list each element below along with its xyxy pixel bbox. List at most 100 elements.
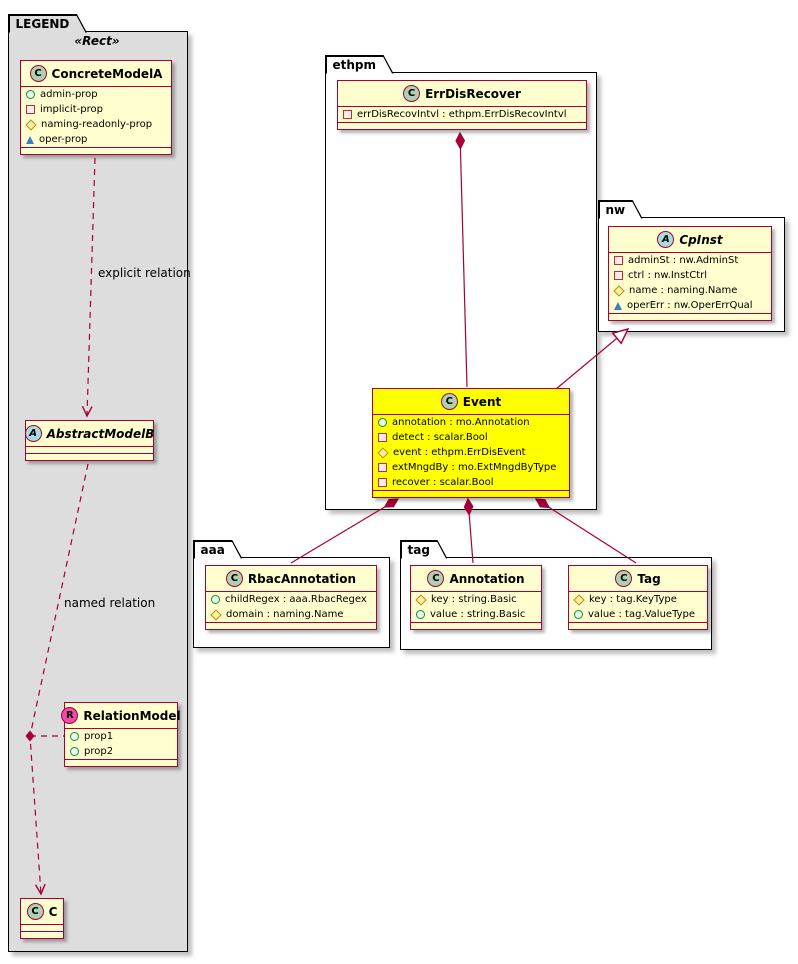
attribute-row: implicit-prop <box>21 102 171 117</box>
generalization-event-cpinst-line <box>555 327 630 390</box>
class-header: C Annotation <box>411 566 541 591</box>
class-spot-icon: C <box>403 85 421 102</box>
nw-package-label: nw <box>600 202 642 219</box>
class-err-dis-recover: C ErrDisRecover errDisRecovIntvl : ethpm… <box>337 80 587 130</box>
attributes-section: key : string.Basic value : string.Basic <box>411 591 541 622</box>
methods-section <box>21 147 171 154</box>
class-header: C Event <box>373 389 569 414</box>
class-header: C C <box>21 899 63 924</box>
attribute-label: extMngdBy : mo.ExtMngdByType <box>392 462 557 473</box>
attribute-label: name : naming.Name <box>629 285 738 296</box>
class-header: C Tag <box>569 566 707 591</box>
attribute-label: oper-prop <box>39 134 88 145</box>
relation-explicit-line <box>81 157 96 418</box>
class-header: A AbstractModelB <box>24 421 154 446</box>
attribute-label: adminSt : nw.AdminSt <box>628 255 739 266</box>
explicit-relation-label: explicit relation <box>98 266 191 280</box>
class-header: C RbacAnnotation <box>206 566 376 591</box>
class-spot-icon: C <box>29 65 47 82</box>
attribute-label: prop1 <box>84 731 114 742</box>
composition-event-rbacannotation-line <box>290 499 398 564</box>
attributes-section: errDisRecovIntvl : ethpm.ErrDisRecovIntv… <box>338 106 586 122</box>
class-tag: C Tag key : tag.KeyType value : tag.Valu… <box>568 565 708 630</box>
methods-section <box>411 622 541 629</box>
attribute-row: annotation : mo.Annotation <box>373 415 569 430</box>
methods-section <box>609 313 771 320</box>
attribute-label: domain : naming.Name <box>226 609 344 620</box>
private-visibility-icon <box>378 478 387 487</box>
readonly-visibility-icon <box>210 608 222 621</box>
composition-event-tag-line <box>536 499 637 564</box>
ethpm-package-tab: ethpm <box>325 55 394 74</box>
class-c: C C <box>20 898 64 939</box>
class-name: C <box>48 904 58 919</box>
class-header: C ConcreteModelA <box>21 61 171 86</box>
class-spot-icon: C <box>225 570 243 587</box>
attributes-section: admin-prop implicit-prop naming-readonly… <box>21 86 171 147</box>
attribute-row: adminSt : nw.AdminSt <box>609 253 771 268</box>
attribute-label: implicit-prop <box>40 104 103 115</box>
attribute-label: event : ethpm.ErrDisEvent <box>393 447 526 458</box>
public-visibility-icon <box>416 610 425 619</box>
attribute-row: domain : naming.Name <box>206 607 376 622</box>
class-spot-icon: C <box>427 570 445 587</box>
methods-section <box>373 490 569 497</box>
attribute-row: childRegex : aaa.RbacRegex <box>206 592 376 607</box>
attribute-label: errDisRecovIntvl : ethpm.ErrDisRecovIntv… <box>357 109 567 120</box>
class-rbac-annotation: C RbacAnnotation childRegex : aaa.RbacRe… <box>205 565 377 630</box>
methods-section <box>26 453 153 460</box>
attribute-row: naming-readonly-prop <box>21 117 171 132</box>
attribute-row: errDisRecovIntvl : ethpm.ErrDisRecovIntv… <box>338 107 586 122</box>
public-visibility-icon <box>574 610 583 619</box>
attribute-label: operErr : nw.OperErrQual <box>627 300 753 311</box>
attribute-label: key : tag.KeyType <box>589 594 677 605</box>
readonly-visibility-icon <box>573 593 585 606</box>
attribute-row: prop2 <box>65 744 177 759</box>
attribute-row: recover : scalar.Bool <box>373 475 569 490</box>
attribute-row: prop1 <box>65 729 177 744</box>
attribute-row: admin-prop <box>21 87 171 102</box>
class-abstract-model-b: A AbstractModelB <box>24 420 154 461</box>
composition-event-annotation-line <box>468 499 474 564</box>
attribute-label: ctrl : nw.InstCtrl <box>628 270 708 281</box>
attributes-section: adminSt : nw.AdminSt ctrl : nw.InstCtrl … <box>609 252 771 313</box>
attributes-section: childRegex : aaa.RbacRegex domain : nami… <box>206 591 376 622</box>
class-name: Tag <box>637 571 661 586</box>
methods-section <box>21 931 63 938</box>
attribute-label: admin-prop <box>40 89 98 100</box>
readonly-visibility-icon <box>25 118 37 131</box>
class-name: Annotation <box>449 571 525 586</box>
public-visibility-icon <box>211 595 220 604</box>
public-visibility-icon <box>70 732 79 741</box>
methods-section <box>338 122 586 129</box>
attribute-row: detect : scalar.Bool <box>373 430 569 445</box>
public-visibility-icon <box>378 418 387 427</box>
attribute-label: value : string.Basic <box>430 609 526 620</box>
attributes-section <box>21 924 63 931</box>
attribute-row: extMngdBy : mo.ExtMngdByType <box>373 460 569 475</box>
attribute-row: value : tag.ValueType <box>569 607 707 622</box>
legend-package-body <box>8 31 188 952</box>
attribute-row: ctrl : nw.InstCtrl <box>609 268 771 283</box>
relation-spot-icon: R <box>61 707 79 724</box>
class-name: CpInst <box>679 232 723 247</box>
attribute-row: key : string.Basic <box>411 592 541 607</box>
readonly-visibility-icon <box>613 284 625 297</box>
attribute-label: annotation : mo.Annotation <box>392 417 530 428</box>
named-relation-label: named relation <box>64 596 156 610</box>
private-visibility-icon <box>614 271 623 280</box>
legend-package-tab: LEGEND <box>8 14 87 33</box>
class-spot-icon: C <box>615 570 633 587</box>
attribute-row: name : naming.Name <box>609 283 771 298</box>
class-name: ConcreteModelA <box>51 66 163 81</box>
attributes-section <box>26 446 153 453</box>
abstract-spot-icon: A <box>24 425 42 442</box>
relation-named-line <box>29 463 89 896</box>
attribute-label: childRegex : aaa.RbacRegex <box>225 594 367 605</box>
class-header: C ErrDisRecover <box>338 81 586 106</box>
attribute-label: prop2 <box>84 746 114 757</box>
class-cp-inst: A CpInst adminSt : nw.AdminSt ctrl : nw.… <box>608 226 772 321</box>
class-header: A CpInst <box>609 227 771 252</box>
class-spot-icon: C <box>26 903 44 920</box>
